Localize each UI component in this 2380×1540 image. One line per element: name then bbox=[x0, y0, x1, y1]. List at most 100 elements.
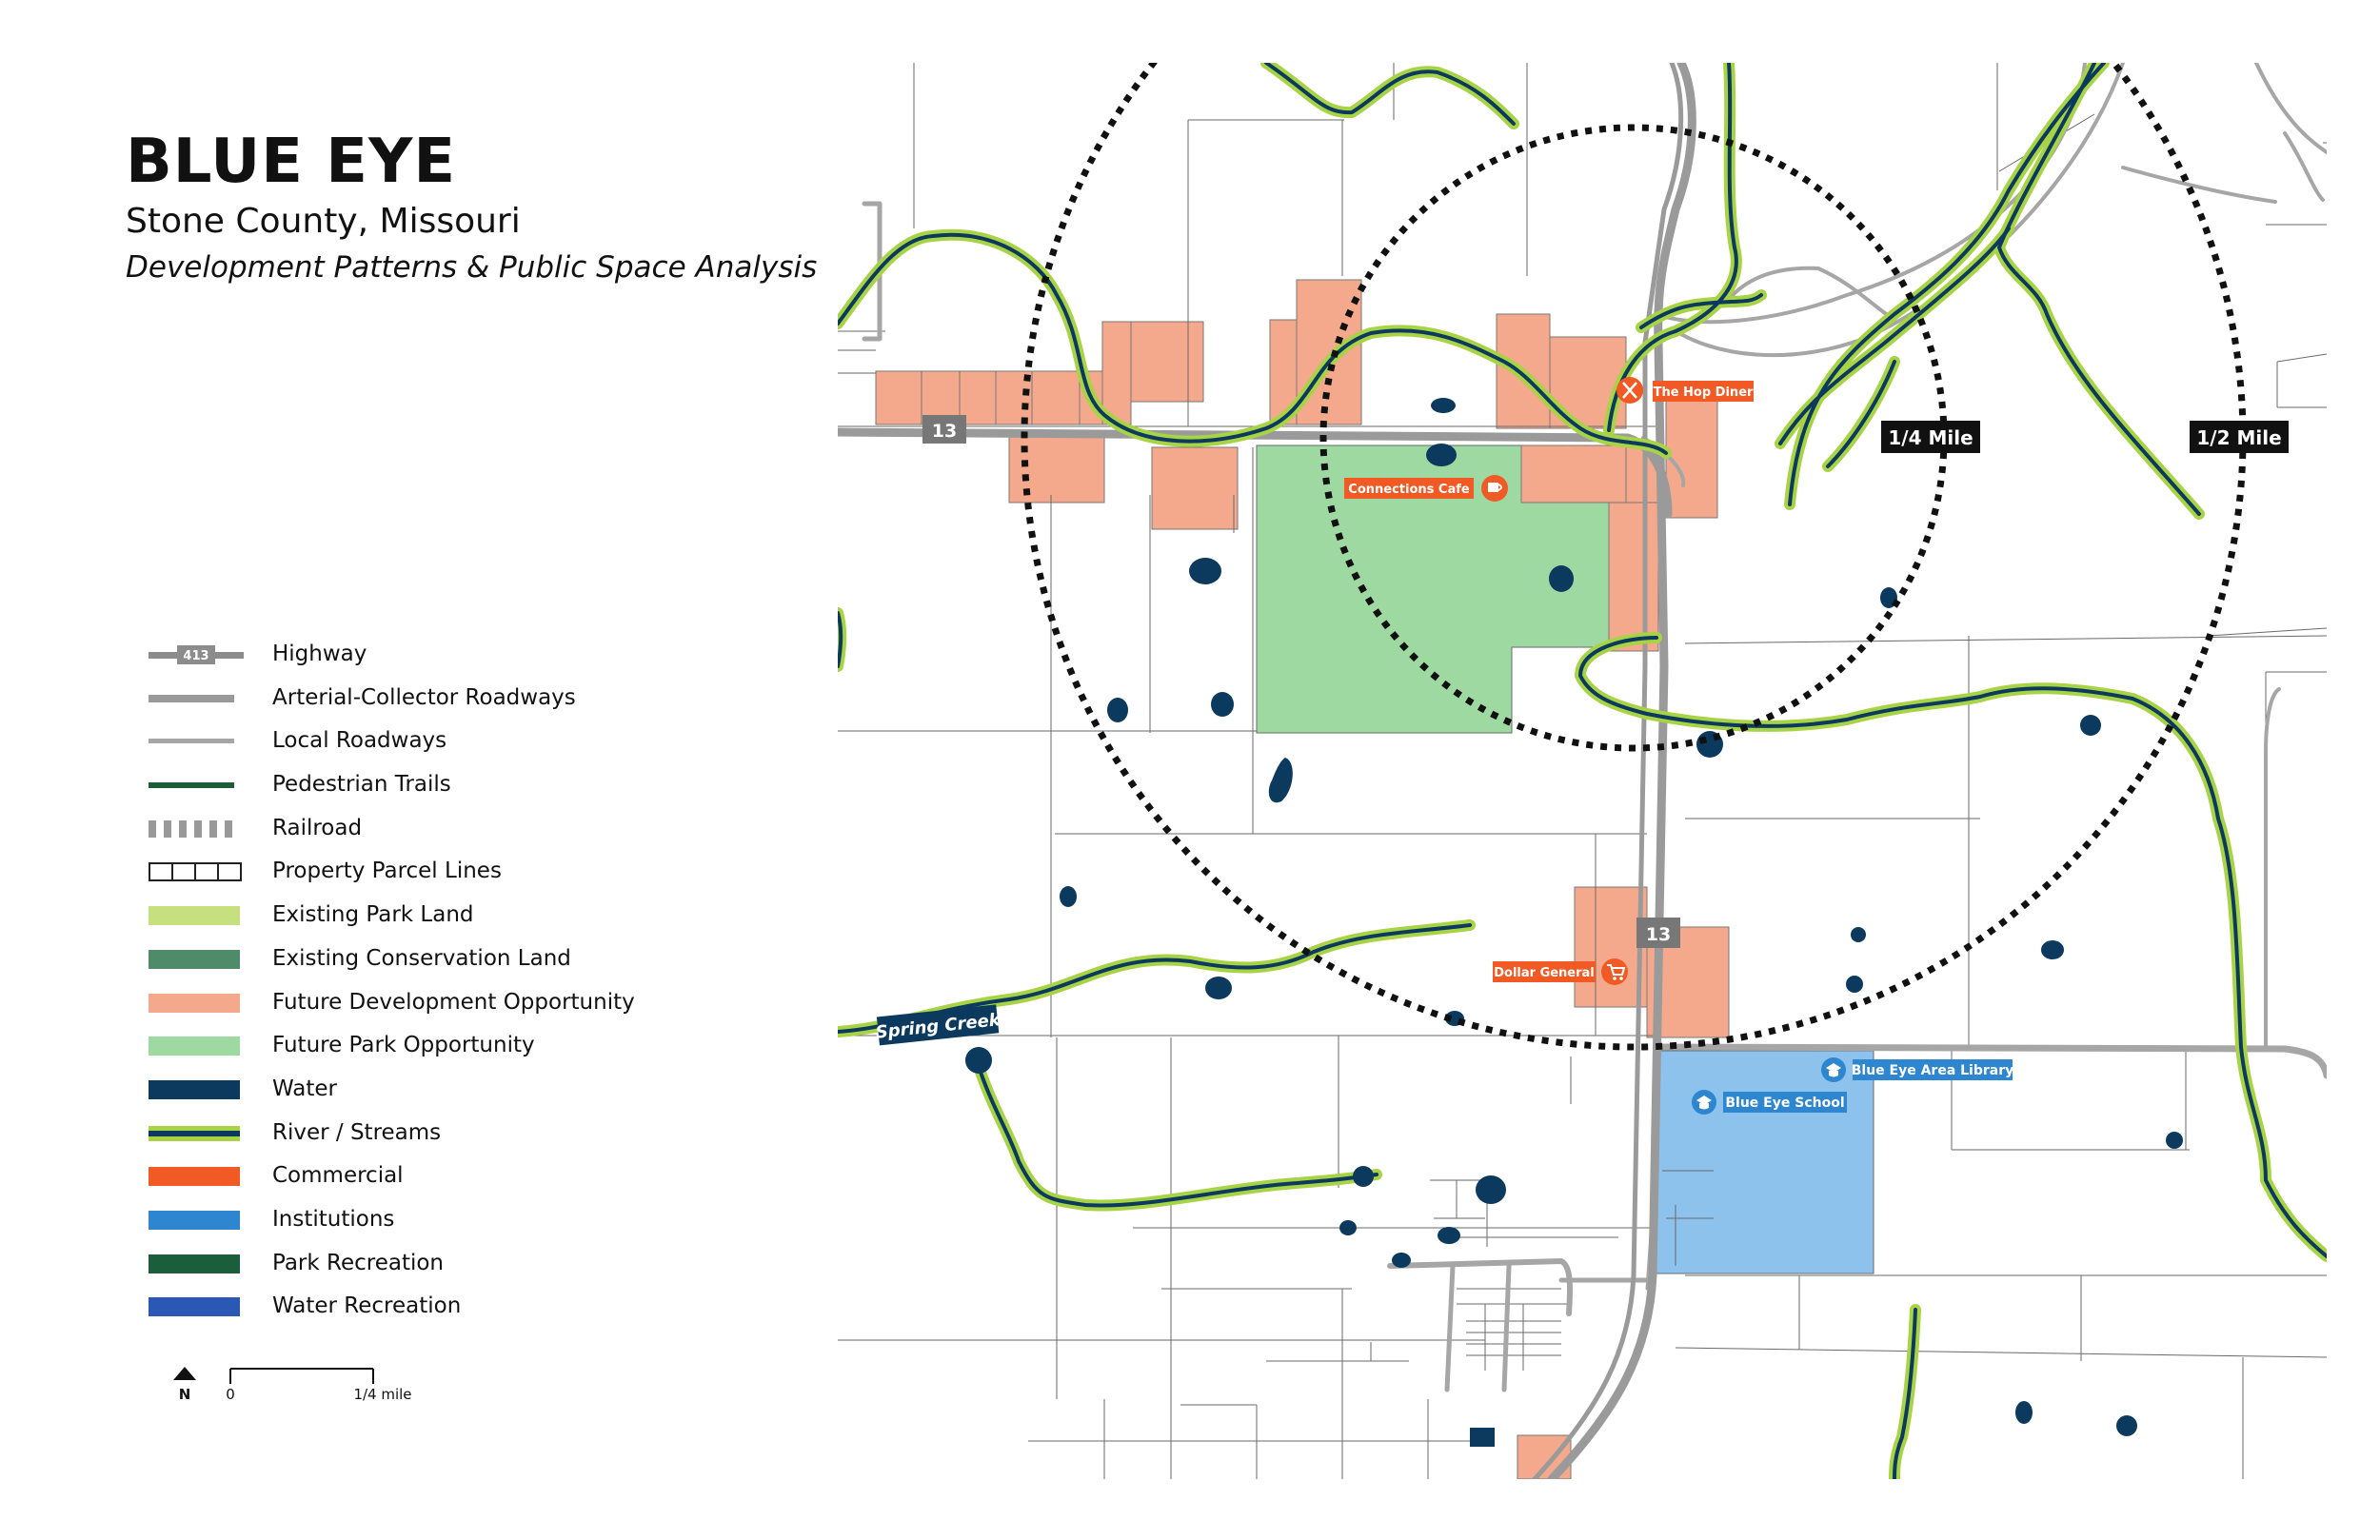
dev-parcel bbox=[1574, 886, 1648, 1008]
legend-label-parcel: Property Parcel Lines bbox=[272, 859, 502, 884]
pond bbox=[1438, 1227, 1460, 1244]
title-block: BLUE EYE Stone County, Missouri Developm… bbox=[126, 126, 817, 289]
future-development-swatch-icon bbox=[149, 993, 240, 1013]
pond bbox=[1211, 692, 1234, 717]
legend-label-arterial: Arterial-Collector Roadways bbox=[272, 684, 576, 710]
pond bbox=[1107, 698, 1128, 722]
dollar-label: Dollar General bbox=[1494, 966, 1595, 980]
pond bbox=[1268, 758, 1293, 803]
legend-label-institutions: Institutions bbox=[272, 1206, 395, 1232]
legend-label-conservation: Existing Conservation Land bbox=[272, 945, 571, 971]
dev-parcel bbox=[1608, 502, 1659, 652]
legend-label-water: Water bbox=[272, 1076, 337, 1101]
highway-swatch-icon: 413 bbox=[149, 645, 244, 664]
pond bbox=[1426, 444, 1457, 466]
pond bbox=[1851, 927, 1866, 942]
legend-label-waterrec: Water Recreation bbox=[272, 1293, 462, 1319]
local-road-swatch-icon bbox=[149, 739, 234, 744]
local-road bbox=[1653, 1043, 2327, 1079]
north-label: N bbox=[179, 1386, 191, 1403]
dev-parcel bbox=[1665, 399, 1718, 519]
place-school: Blue Eye School bbox=[1692, 1090, 1847, 1115]
river-streams bbox=[838, 63, 2327, 1479]
diner-label: The Hop Diner bbox=[1654, 385, 1754, 400]
stream-outer bbox=[838, 63, 2327, 1479]
pond bbox=[1846, 976, 1863, 993]
scale-bar-line bbox=[229, 1368, 374, 1384]
river-swatch-icon bbox=[149, 1125, 240, 1141]
pond bbox=[1060, 886, 1077, 907]
pond bbox=[2166, 1132, 2183, 1149]
local-road bbox=[1670, 63, 2125, 358]
pond bbox=[2116, 1415, 2137, 1436]
school-label: Blue Eye School bbox=[1725, 1096, 1844, 1111]
local-road bbox=[1387, 1258, 1573, 1316]
pond bbox=[1392, 1253, 1411, 1268]
pond bbox=[965, 1047, 992, 1074]
pond bbox=[1189, 558, 1221, 584]
dev-parcel bbox=[1101, 321, 1132, 425]
legend-label-parkrec: Park Recreation bbox=[272, 1250, 445, 1275]
arterial-road bbox=[1532, 63, 1684, 1479]
trail-swatch-icon bbox=[149, 782, 234, 789]
pond bbox=[2015, 1401, 2033, 1424]
pond bbox=[1353, 1166, 1374, 1187]
legend-label-river: River / Streams bbox=[272, 1119, 442, 1145]
pond bbox=[1470, 1428, 1495, 1447]
water-bodies bbox=[965, 398, 2183, 1447]
quarter-mile-label-text: 1/4 Mile bbox=[1888, 426, 1973, 449]
commercial-swatch-icon bbox=[149, 1167, 240, 1187]
legend-label-futuredev: Future Development Opportunity bbox=[272, 989, 635, 1015]
arterial-swatch-icon bbox=[149, 694, 234, 702]
route-shield-south-label: 13 bbox=[1646, 924, 1671, 945]
conservation-swatch-icon bbox=[149, 949, 240, 969]
local-road bbox=[1501, 1263, 1512, 1392]
page-tagline: Development Patterns & Public Space Anal… bbox=[126, 250, 818, 285]
institutions-swatch-icon bbox=[149, 1210, 240, 1230]
dev-parcel bbox=[1031, 370, 1081, 425]
institution-zone bbox=[1656, 1050, 1874, 1274]
dev-parcel bbox=[1520, 444, 1627, 503]
local-road bbox=[2264, 687, 2281, 1049]
stream-inner bbox=[838, 63, 2327, 1479]
place-dollar-general: Dollar General bbox=[1493, 958, 1628, 985]
pond bbox=[1205, 977, 1232, 999]
property-parcel-lines bbox=[838, 63, 2327, 1479]
route-shield-west: 13 bbox=[922, 415, 966, 444]
arterial-road bbox=[1547, 63, 1696, 1479]
pond bbox=[2080, 715, 2101, 736]
scale-start-label: 0 bbox=[226, 1386, 235, 1403]
water-recreation-swatch-icon bbox=[149, 1297, 240, 1317]
legend-label-commercial: Commercial bbox=[272, 1163, 404, 1189]
place-library: Blue Eye Area Library bbox=[1821, 1057, 2013, 1082]
north-arrow-icon bbox=[173, 1367, 196, 1380]
half-mile-label-text: 1/2 Mile bbox=[2196, 426, 2281, 449]
pond bbox=[1549, 565, 1574, 592]
legend-label-park: Existing Park Land bbox=[272, 902, 474, 928]
legend-label-trail: Pedestrian Trails bbox=[272, 772, 451, 798]
water-swatch-icon bbox=[149, 1079, 240, 1099]
park-recreation-swatch-icon bbox=[149, 1254, 240, 1273]
pond bbox=[1476, 1175, 1506, 1204]
legend-label-futurepark: Future Park Opportunity bbox=[272, 1033, 535, 1058]
local-road bbox=[1731, 266, 1896, 321]
scale-end-label: 1/4 mile bbox=[353, 1386, 411, 1403]
page-title: BLUE EYE bbox=[126, 127, 457, 197]
scale-bar-block: N 0 1/4 mile bbox=[168, 1355, 434, 1417]
park-land-swatch-icon bbox=[149, 906, 240, 926]
railroad-swatch-icon bbox=[149, 819, 236, 838]
dev-parcel bbox=[875, 370, 922, 425]
cafe-label: Connections Cafe bbox=[1348, 483, 1470, 497]
local-road bbox=[2254, 63, 2327, 154]
legend-label-highway: Highway bbox=[272, 642, 367, 666]
legend-label-local: Local Roadways bbox=[272, 728, 447, 754]
route-shield-south: 13 bbox=[1636, 918, 1680, 948]
place-connections-cafe: Connections Cafe bbox=[1344, 475, 1508, 502]
map-frame: 13 13 1/4 Mile 1/2 Mile Spring Creek The… bbox=[838, 63, 2327, 1479]
scale-bar: N 0 1/4 mile bbox=[173, 1367, 412, 1403]
dev-parcel bbox=[1151, 446, 1239, 530]
local-road bbox=[1444, 1263, 1456, 1392]
highway-swatch-badge: 413 bbox=[183, 649, 208, 663]
local-road bbox=[2283, 131, 2325, 202]
dev-parcel bbox=[1130, 321, 1204, 403]
